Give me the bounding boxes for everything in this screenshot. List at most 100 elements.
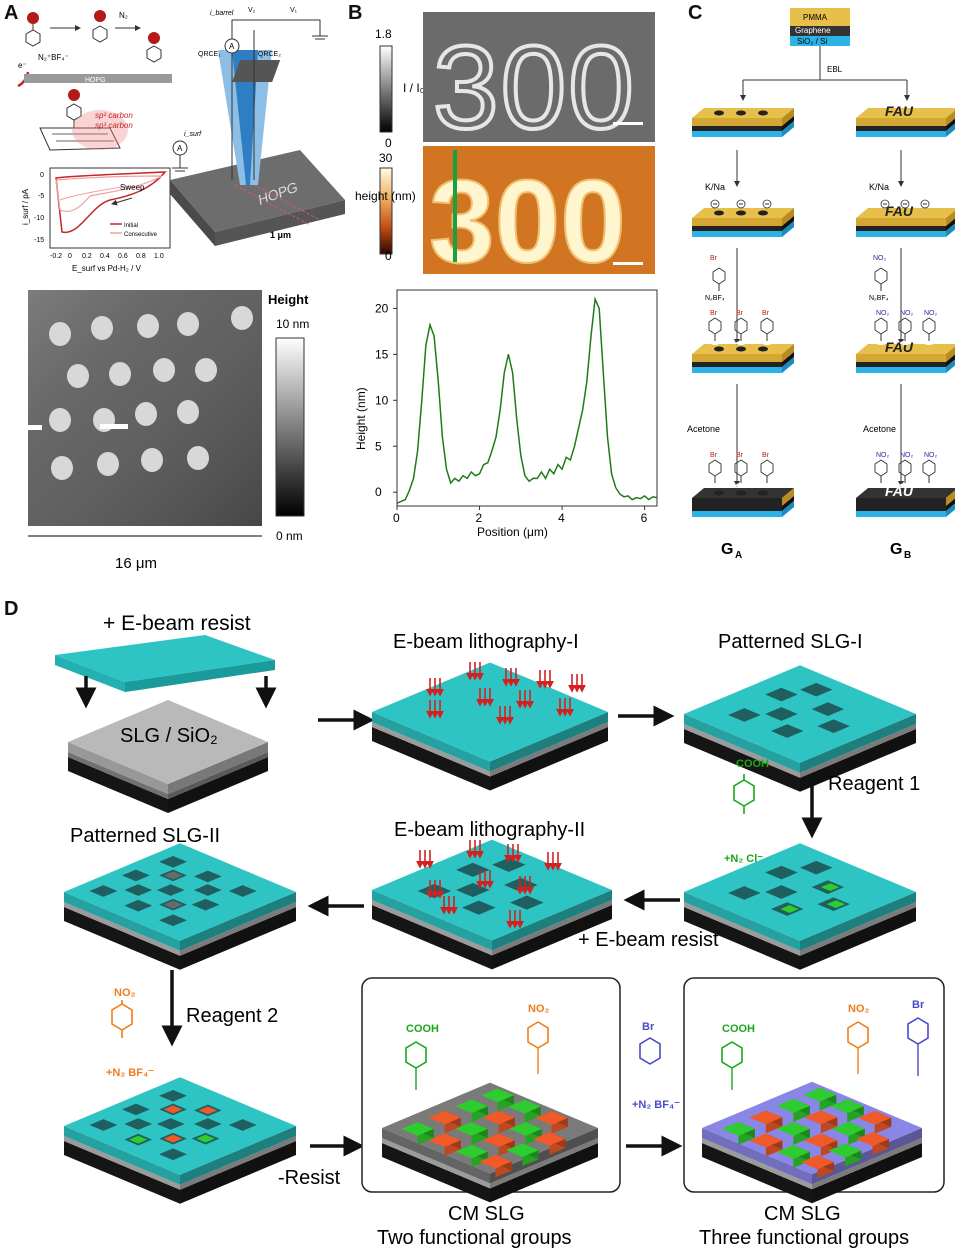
plate-top — [702, 1081, 922, 1175]
br-reagent-label: Br — [710, 255, 718, 262]
patterned2-label: Patterned SLG-II — [70, 825, 220, 847]
functional-block — [749, 1133, 783, 1148]
pattern-square — [193, 1118, 222, 1130]
gb-sub: B — [904, 550, 911, 561]
ebeam-resist-top-label: + E-beam resist — [103, 612, 251, 635]
stack-layer — [692, 354, 782, 362]
functional-block — [482, 1133, 515, 1148]
plate-side — [684, 714, 800, 773]
pattern-square — [89, 885, 118, 897]
cm2-line2-label: Three functional groups — [699, 1227, 909, 1249]
plate-side — [372, 890, 492, 951]
benzene-icon — [922, 317, 936, 335]
stack-layer — [692, 118, 782, 126]
cv-xtick-1: 0 — [68, 253, 72, 260]
pattern-hole — [758, 490, 768, 496]
pattern-square — [800, 682, 833, 697]
diazo-left-label: N₂BF₄ — [705, 295, 725, 302]
functional-block — [455, 1122, 488, 1136]
functional-block — [804, 1133, 838, 1148]
pattern-square — [124, 884, 153, 896]
pattern-square — [198, 1106, 218, 1115]
pattern-square — [163, 871, 183, 880]
cv-sweep-label: Sweep — [120, 183, 145, 192]
afm-dot — [91, 316, 113, 340]
group-label: Br — [736, 310, 744, 317]
plate-side — [64, 892, 180, 951]
benzene-icon — [874, 317, 888, 335]
functional-block — [858, 1110, 892, 1125]
functional-block — [506, 1143, 539, 1158]
optical-label: I / I₀ — [403, 81, 425, 95]
stack-top — [856, 208, 955, 218]
sketch-scale-label: 1 μm — [270, 230, 291, 240]
electron-label: e⁻ — [18, 61, 27, 70]
box1-cooh-label: COOH — [406, 1023, 439, 1035]
cv-xtick-3: 0.4 — [100, 253, 110, 260]
pattern-hole — [758, 346, 768, 352]
optical-image: 1.8 I / I₀ 0 300 — [375, 12, 655, 156]
plate-side — [702, 1128, 812, 1185]
ebeam-resist-mid-label: + E-beam resist — [578, 929, 719, 951]
functional-block — [801, 1155, 834, 1170]
group-label: Br — [710, 452, 718, 459]
pattern-square — [765, 885, 798, 899]
plate-side — [702, 1143, 812, 1204]
pattern-square — [122, 1103, 150, 1116]
pattern-square — [826, 900, 846, 909]
pattern-square — [124, 899, 153, 912]
height-scale-bar — [613, 262, 643, 265]
pattern-square — [191, 898, 220, 911]
group-label: NO₂ — [900, 452, 914, 459]
functional-block — [828, 1143, 862, 1158]
afm-dot — [177, 312, 199, 336]
reaction-scheme: N₂⁺BF₄⁻ N₂ e⁻ HOPG sp² carbon sp³ carbon — [17, 10, 172, 151]
panel-letter-d: D — [4, 598, 19, 620]
hopg-surface — [24, 74, 172, 83]
height-300-text: 300 — [429, 156, 626, 288]
cv-legend-initial: Initial — [124, 223, 138, 229]
afm-dot — [153, 358, 175, 382]
pattern-square — [728, 708, 761, 722]
cv-ylabel: i_surf / pA — [21, 188, 30, 225]
graphene-label: Graphene — [795, 26, 831, 35]
pattern-square — [765, 687, 798, 702]
pattern-square — [228, 885, 257, 897]
pattern-square — [456, 882, 490, 898]
functional-block — [455, 1144, 488, 1159]
group-label: Br — [762, 310, 770, 317]
kna-right-label: K/Na — [869, 182, 889, 192]
afm-image: Height 10 nm 0 nm 16 μm — [28, 290, 309, 572]
pattern-square — [228, 1119, 257, 1131]
benzene-icon — [874, 459, 888, 477]
height-label: height (nm) — [355, 189, 416, 203]
reagent-label: N₂⁺BF₄⁻ — [38, 53, 69, 62]
afm-legend-max: 10 nm — [276, 317, 309, 331]
cv-xtick-0: -0.2 — [50, 253, 62, 260]
optical-max: 1.8 — [375, 27, 392, 41]
plate-side — [372, 712, 490, 772]
panel-c-scheme: PMMA Graphene SiO₂ / Si EBL K/Na K/Na Ac… — [687, 8, 955, 561]
fau-pattern-text: FAU — [885, 203, 914, 219]
stack-layer — [692, 218, 782, 226]
chart-ytick-label: 5 — [375, 439, 382, 453]
plate-side — [684, 907, 800, 970]
plate-side — [68, 752, 168, 799]
chart-ytick-label: 20 — [375, 301, 389, 315]
pattern-hole — [736, 210, 746, 216]
pmma-label: PMMA — [803, 13, 828, 22]
functional-block — [535, 1111, 568, 1125]
reagent3-br-label: Br — [642, 1021, 655, 1033]
height-max: 30 — [379, 151, 393, 165]
functional-block — [776, 1098, 810, 1113]
cv-ytick-0: 0 — [40, 172, 44, 179]
optical-300-text: 300 — [433, 22, 636, 154]
functional-block — [455, 1099, 488, 1114]
pattern-square — [510, 895, 544, 910]
functional-block — [776, 1145, 810, 1159]
plate-side — [684, 892, 800, 951]
panel-c: PMMA Graphene SiO₂ / Si EBL K/Na K/Na Ac… — [687, 8, 955, 561]
chart-ytick-label: 0 — [375, 485, 382, 499]
pattern-square — [462, 900, 496, 915]
